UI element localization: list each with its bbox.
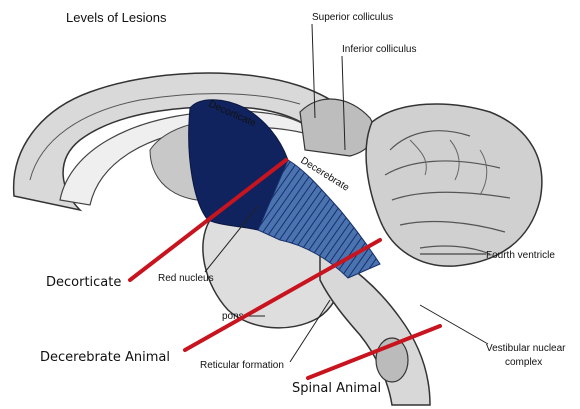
red-nucleus-label: Red nucleus <box>158 273 214 284</box>
inferior-colliculus-label: Inferior colliculus <box>342 44 416 55</box>
spinal-lesion-label: Spinal Animal <box>292 381 381 396</box>
colliculi-region <box>300 99 374 156</box>
decorticate-lesion-label: Decorticate <box>46 275 121 290</box>
cerebellum <box>366 104 542 266</box>
diagram-title: Levels of Lesions <box>66 10 167 25</box>
fourth-ventricle-label: Fourth ventricle <box>486 250 555 261</box>
decerebrate-lesion-label: Decerebrate Animal <box>40 350 170 365</box>
superior-colliculus-label: Superior colliculus <box>312 12 393 23</box>
vestibular-label-line2: complex <box>505 357 542 368</box>
reticular-formation-label: Reticular formation <box>200 360 284 371</box>
vestibular-label-line1: Vestibular nuclear <box>486 343 566 354</box>
